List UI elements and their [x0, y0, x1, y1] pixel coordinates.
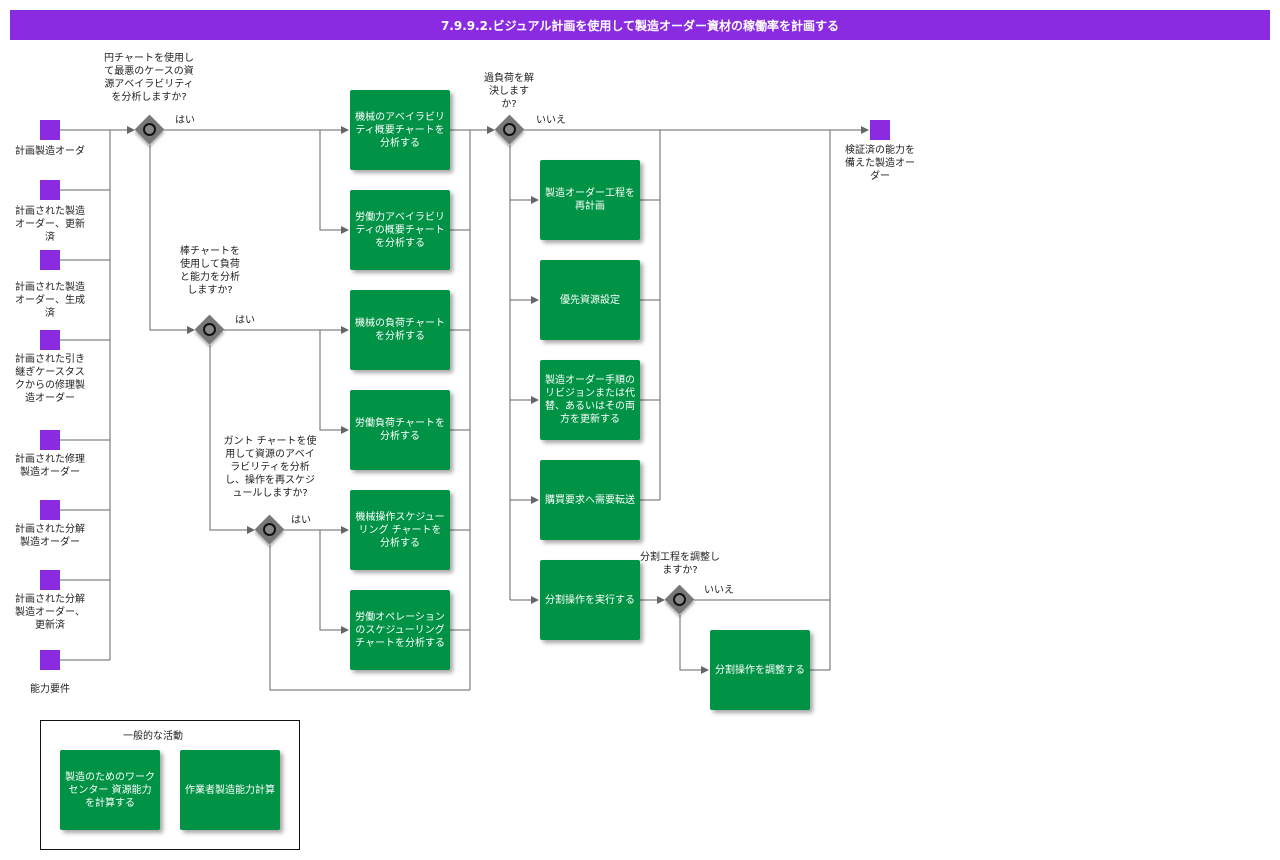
output-event — [870, 120, 890, 140]
input-label: 計画された分解製造オーダー — [15, 524, 85, 548]
activity-machine-availability[interactable]: 機械のアベイラビリティ概要チャートを分析する — [350, 90, 450, 170]
input-label: 計画製造オーダ — [15, 146, 85, 157]
input-event — [40, 120, 60, 140]
legend-box: 一般的な活動 製造のためのワーク センター 資源能力を計算する 作業者製造能力計… — [40, 720, 300, 850]
edge-label-yes: はい — [175, 115, 195, 126]
input-event — [40, 430, 60, 450]
activity-labor-scheduling[interactable]: 労働オペレーションのスケジューリング チャートを分析する — [350, 590, 450, 670]
activity-update-routing[interactable]: 製造オーダー手順のリビジョンまたは代替、あるいはその両方を更新する — [540, 360, 640, 440]
input-label: 能力要件 — [30, 684, 70, 695]
gantt-yes-branch — [319, 530, 349, 634]
edge-label-yes: はい — [235, 315, 255, 326]
gateway-pie-question: 円チャートを使用して最悪のケースの資源アベイラビリティを分析しますか? — [104, 53, 194, 103]
split-yes-edge — [679, 615, 709, 674]
input-event — [40, 650, 60, 670]
pie-no-edge — [149, 145, 195, 334]
input-label: 計画された修理製造オーダー — [15, 454, 85, 478]
input-event — [40, 250, 60, 270]
gateway-gantt-question: ガント チャートを使用して資源のアベイラビリティを分析し、操作を再スケジュールし… — [223, 436, 317, 499]
input-event — [40, 500, 60, 520]
pie-yes-branch — [319, 130, 349, 234]
gateway-overload-question: 過負荷を解決しますか? — [484, 73, 534, 110]
input-label: 計画された製造オーダー、生成済 — [15, 282, 85, 319]
input-event — [40, 180, 60, 200]
edge-label-yes: はい — [291, 515, 311, 526]
legend-activity-labor-capacity[interactable]: 作業者製造能力計算 — [180, 750, 280, 830]
input-label: 計画された分解製造オーダー、更新済 — [15, 594, 85, 631]
activity-machine-load[interactable]: 機械の負荷チャートを分析する — [350, 290, 450, 370]
output-label: 検証済の能力を備えた製造オーダー — [845, 145, 915, 182]
activity-split-operation[interactable]: 分割操作を実行する — [540, 560, 640, 640]
gateway-split-question: 分割工程を調整しますか? — [640, 552, 720, 576]
activity-preferred-resource[interactable]: 優先資源設定 — [540, 260, 640, 340]
edge-label-no: いいえ — [536, 115, 566, 126]
bar-no-edge — [209, 345, 255, 534]
input-event — [40, 330, 60, 350]
input-event — [40, 570, 60, 590]
diagram-title: 7.9.9.2.ビジュアル計画を使用して製造オーダー資材の稼働率を計画する — [10, 10, 1270, 40]
input-label: 計画された引き 継ぎケースタス クからの修理製 造オーダー — [15, 354, 85, 404]
activity-replan-operations[interactable]: 製造オーダー工程を再計画 — [540, 160, 640, 240]
activity-labor-availability[interactable]: 労働力アベイラビリティの概要チャートを分析する — [350, 190, 450, 270]
input-label: 計画された製造オーダー、更新済 — [15, 206, 85, 243]
edge-label-no: いいえ — [704, 585, 734, 596]
activity-machine-scheduling[interactable]: 機械操作スケジューリング チャートを分析する — [350, 490, 450, 570]
gantt-no-edge — [269, 545, 470, 691]
activity-transfer-demand[interactable]: 購買要求へ需要転送 — [540, 460, 640, 540]
legend-title: 一般的な活動 — [123, 731, 183, 742]
bar-yes-branch — [319, 330, 349, 434]
activity-adjust-split[interactable]: 分割操作を調整する — [710, 630, 810, 710]
legend-activity-workcenter-capacity[interactable]: 製造のためのワーク センター 資源能力を計算する — [60, 750, 160, 830]
activity-labor-load[interactable]: 労働負荷チャートを分析する — [350, 390, 450, 470]
gateway-bar-question: 棒チャートを使用して負荷と能力を分析しますか? — [180, 246, 240, 296]
